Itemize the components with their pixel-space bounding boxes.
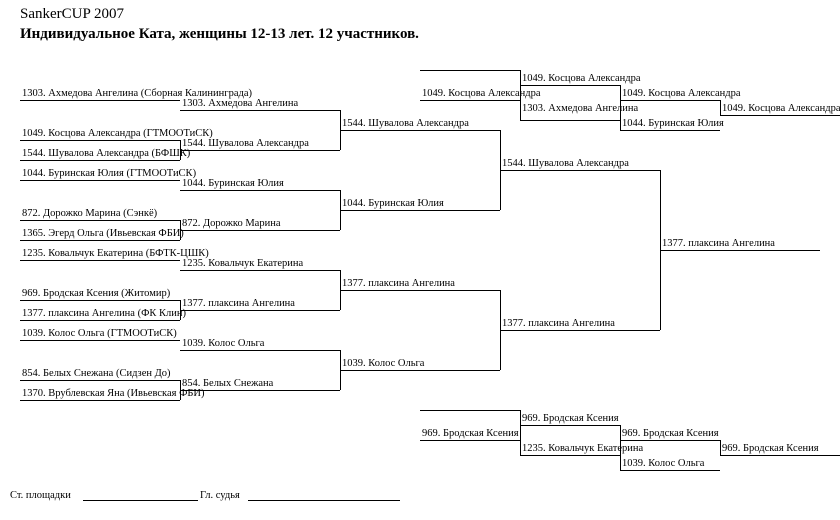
r1-entry: 1049. Косцова Александра (ГТМООТиСК) (22, 128, 213, 139)
rep-top-result: 1049. Косцова Александра (722, 103, 840, 114)
rep-bot-result: 969. Бродская Ксения (722, 443, 819, 454)
r2-entry: 854. Белых Снежана (182, 378, 274, 389)
r2-entry: 1039. Колос Ольга (182, 338, 265, 349)
tournament-title: SankerCUP 2007 (20, 6, 125, 22)
r2-entry: 1044. Буринская Юлия (182, 178, 284, 189)
referee-label: Ст. площадки (10, 490, 71, 501)
rep-bot-r1-entry: 1235. Ковальчук Екатерина (522, 443, 644, 454)
r1-entry: 1370. Врублевская Яна (Ивьевская ФБИ) (22, 388, 205, 399)
r1-entry: 1039. Колос Ольга (ГТМООТиСК) (22, 328, 177, 339)
rep-bot-r2-entry: 1039. Колос Ольга (622, 458, 705, 469)
r1-entry: 1235. Ковальчук Екатерина (БФТК-ЦШК) (22, 248, 209, 259)
r2-entry: 1377. плаксина Ангелина (182, 298, 295, 309)
rep-bot-entry: 969. Бродская Ксения (422, 428, 519, 439)
rep-bot-r1-entry: 969. Бродская Ксения (522, 413, 619, 424)
winner-entry: 1377. плаксина Ангелина (662, 238, 775, 249)
r1-entry: 854. Белых Снежана (Сидзен До) (22, 368, 171, 379)
r3-entry: 1544. Шувалова Александра (342, 118, 469, 129)
rep-top-r2-entry: 1049. Косцова Александра (622, 88, 741, 99)
r1-entry: 1044. Буринская Юлия (ГТМООТиСК) (22, 168, 197, 179)
rep-top-r2-entry: 1044. Буринская Юлия (622, 118, 724, 129)
r2-entry: 872. Дорожко Марина (182, 218, 281, 229)
r1-entry: 1377. плаксина Ангелина (ФК Клин) (22, 308, 186, 319)
r2-entry: 1235. Ковальчук Екатерина (182, 258, 304, 269)
rep-top-r1-entry: 1303. Ахмедова Ангелина (522, 103, 639, 114)
r3-entry: 1377. плаксина Ангелина (342, 278, 455, 289)
r3-entry: 1039. Колос Ольга (342, 358, 425, 369)
rep-top-entry: 1049. Косцова Александра (422, 88, 541, 99)
event-subtitle: Индивидуальное Ката, женщины 12-13 лет. … (20, 26, 419, 42)
semifinal-entry: 1544. Шувалова Александра (502, 158, 629, 169)
semifinal-entry: 1377. плаксина Ангелина (502, 318, 615, 329)
r2-entry: 1303. Ахмедова Ангелина (182, 98, 299, 109)
r2-entry: 1544. Шувалова Александра (182, 138, 309, 149)
judge-label: Гл. судья (200, 490, 240, 501)
r1-entry: 1365. Эгерд Ольга (Ивьевская ФБИ) (22, 228, 184, 239)
rep-top-r1-entry: 1049. Косцова Александра (522, 73, 641, 84)
r1-entry: 1303. Ахмедова Ангелина (Сборная Калинин… (22, 88, 252, 99)
r3-entry: 1044. Буринская Юлия (342, 198, 444, 209)
rep-bot-r2-entry: 969. Бродская Ксения (622, 428, 719, 439)
r1-entry: 872. Дорожко Марина (Сэнкё) (22, 208, 158, 219)
r1-entry: 1544. Шувалова Александра (БФШК) (22, 148, 191, 159)
r1-entry: 969. Бродская Ксения (Житомир) (22, 288, 171, 299)
